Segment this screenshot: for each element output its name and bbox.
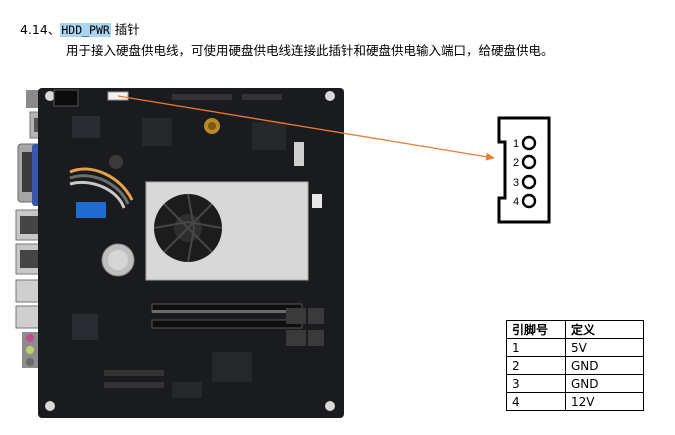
pin-label: 4 <box>513 196 519 208</box>
section-description: 用于接入硬盘供电线，可使用硬盘供电线连接此插针和硬盘供电输入端口，给硬盘供电。 <box>66 43 554 58</box>
pin-label: 1 <box>513 138 519 150</box>
pin-number: 1 <box>506 338 566 357</box>
table-row: 4 12V <box>506 392 644 411</box>
heading-suffix: 插针 <box>110 22 140 37</box>
pin-1-circle <box>521 135 537 151</box>
heading-highlight: HDD_PWR <box>60 23 111 37</box>
table-row: 2 GND <box>506 356 644 375</box>
pin-definition: GND <box>565 374 644 393</box>
pin-definition: 5V <box>565 338 644 357</box>
header-pin-number: 引脚号 <box>506 320 566 339</box>
pin-4-circle <box>521 193 537 209</box>
pin-3-circle <box>521 174 537 190</box>
section-number: 4.14、 <box>20 22 61 37</box>
pin-number: 4 <box>506 392 566 411</box>
pin-2-circle <box>521 154 537 170</box>
pin-label: 3 <box>513 177 519 189</box>
motherboard-image <box>15 88 344 418</box>
table-row: 3 GND <box>506 374 644 393</box>
pin-definition: 12V <box>565 392 644 411</box>
pin-number: 2 <box>506 356 566 375</box>
section-heading: 4.14、HDD_PWR 插针 <box>20 22 140 38</box>
pin-label: 2 <box>513 157 519 169</box>
table-row: 1 5V <box>506 338 644 357</box>
connector-diagram: 1 2 3 4 <box>495 116 553 224</box>
table-header-row: 引脚号 定义 <box>506 320 644 339</box>
pin-number: 3 <box>506 374 566 393</box>
pin-definition-table: 引脚号 定义 1 5V 2 GND 3 GND 4 12V <box>506 320 644 411</box>
pin-definition: GND <box>565 356 644 375</box>
header-definition: 定义 <box>565 320 644 339</box>
